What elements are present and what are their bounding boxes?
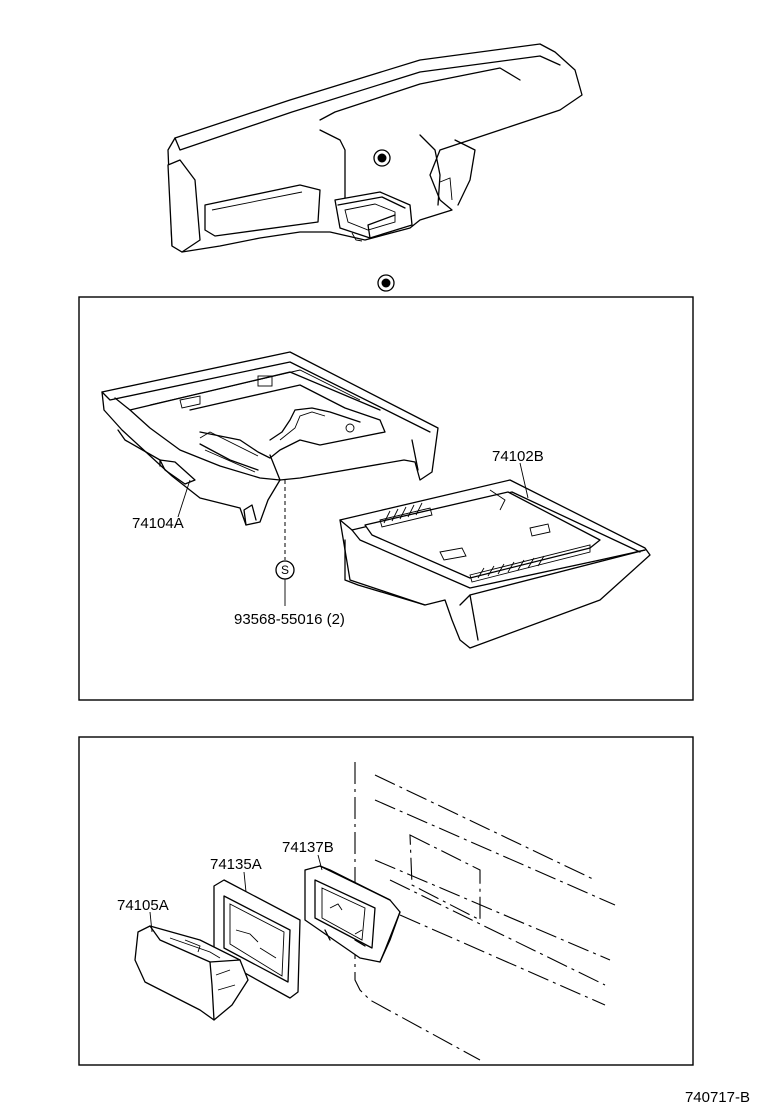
dashboard-overview bbox=[167, 43, 583, 253]
label-74104A: 74104A bbox=[132, 515, 184, 532]
diagram-code: 740717-B bbox=[685, 1089, 750, 1106]
reference-marker bbox=[377, 274, 395, 292]
panel-ash-tray-assembly: S 74104A 74102B 93568-55016 (2) bbox=[78, 296, 694, 701]
drawer-74102B bbox=[339, 479, 651, 649]
screw-callout: S bbox=[275, 480, 295, 606]
label-74102B: 74102B bbox=[492, 448, 544, 465]
housing-74104A bbox=[101, 351, 439, 526]
panel-rear-ash-tray: 74137B 74135A 74105A bbox=[78, 736, 694, 1066]
label-74135A: 74135A bbox=[210, 856, 262, 873]
leader-74137B bbox=[317, 854, 323, 871]
leader-74104A bbox=[177, 479, 191, 518]
label-74137B: 74137B bbox=[282, 839, 334, 856]
tray-74105A bbox=[134, 925, 249, 1021]
label-74105A: 74105A bbox=[117, 897, 169, 914]
leader-74135A bbox=[243, 871, 247, 893]
leader-74105A bbox=[149, 911, 153, 933]
gasket-74135A bbox=[213, 879, 301, 999]
label-93568-55016: 93568-55016 (2) bbox=[234, 611, 345, 628]
frame-74137B bbox=[304, 865, 401, 963]
screw-letter: S bbox=[281, 563, 289, 577]
leader-74102B bbox=[519, 462, 529, 499]
